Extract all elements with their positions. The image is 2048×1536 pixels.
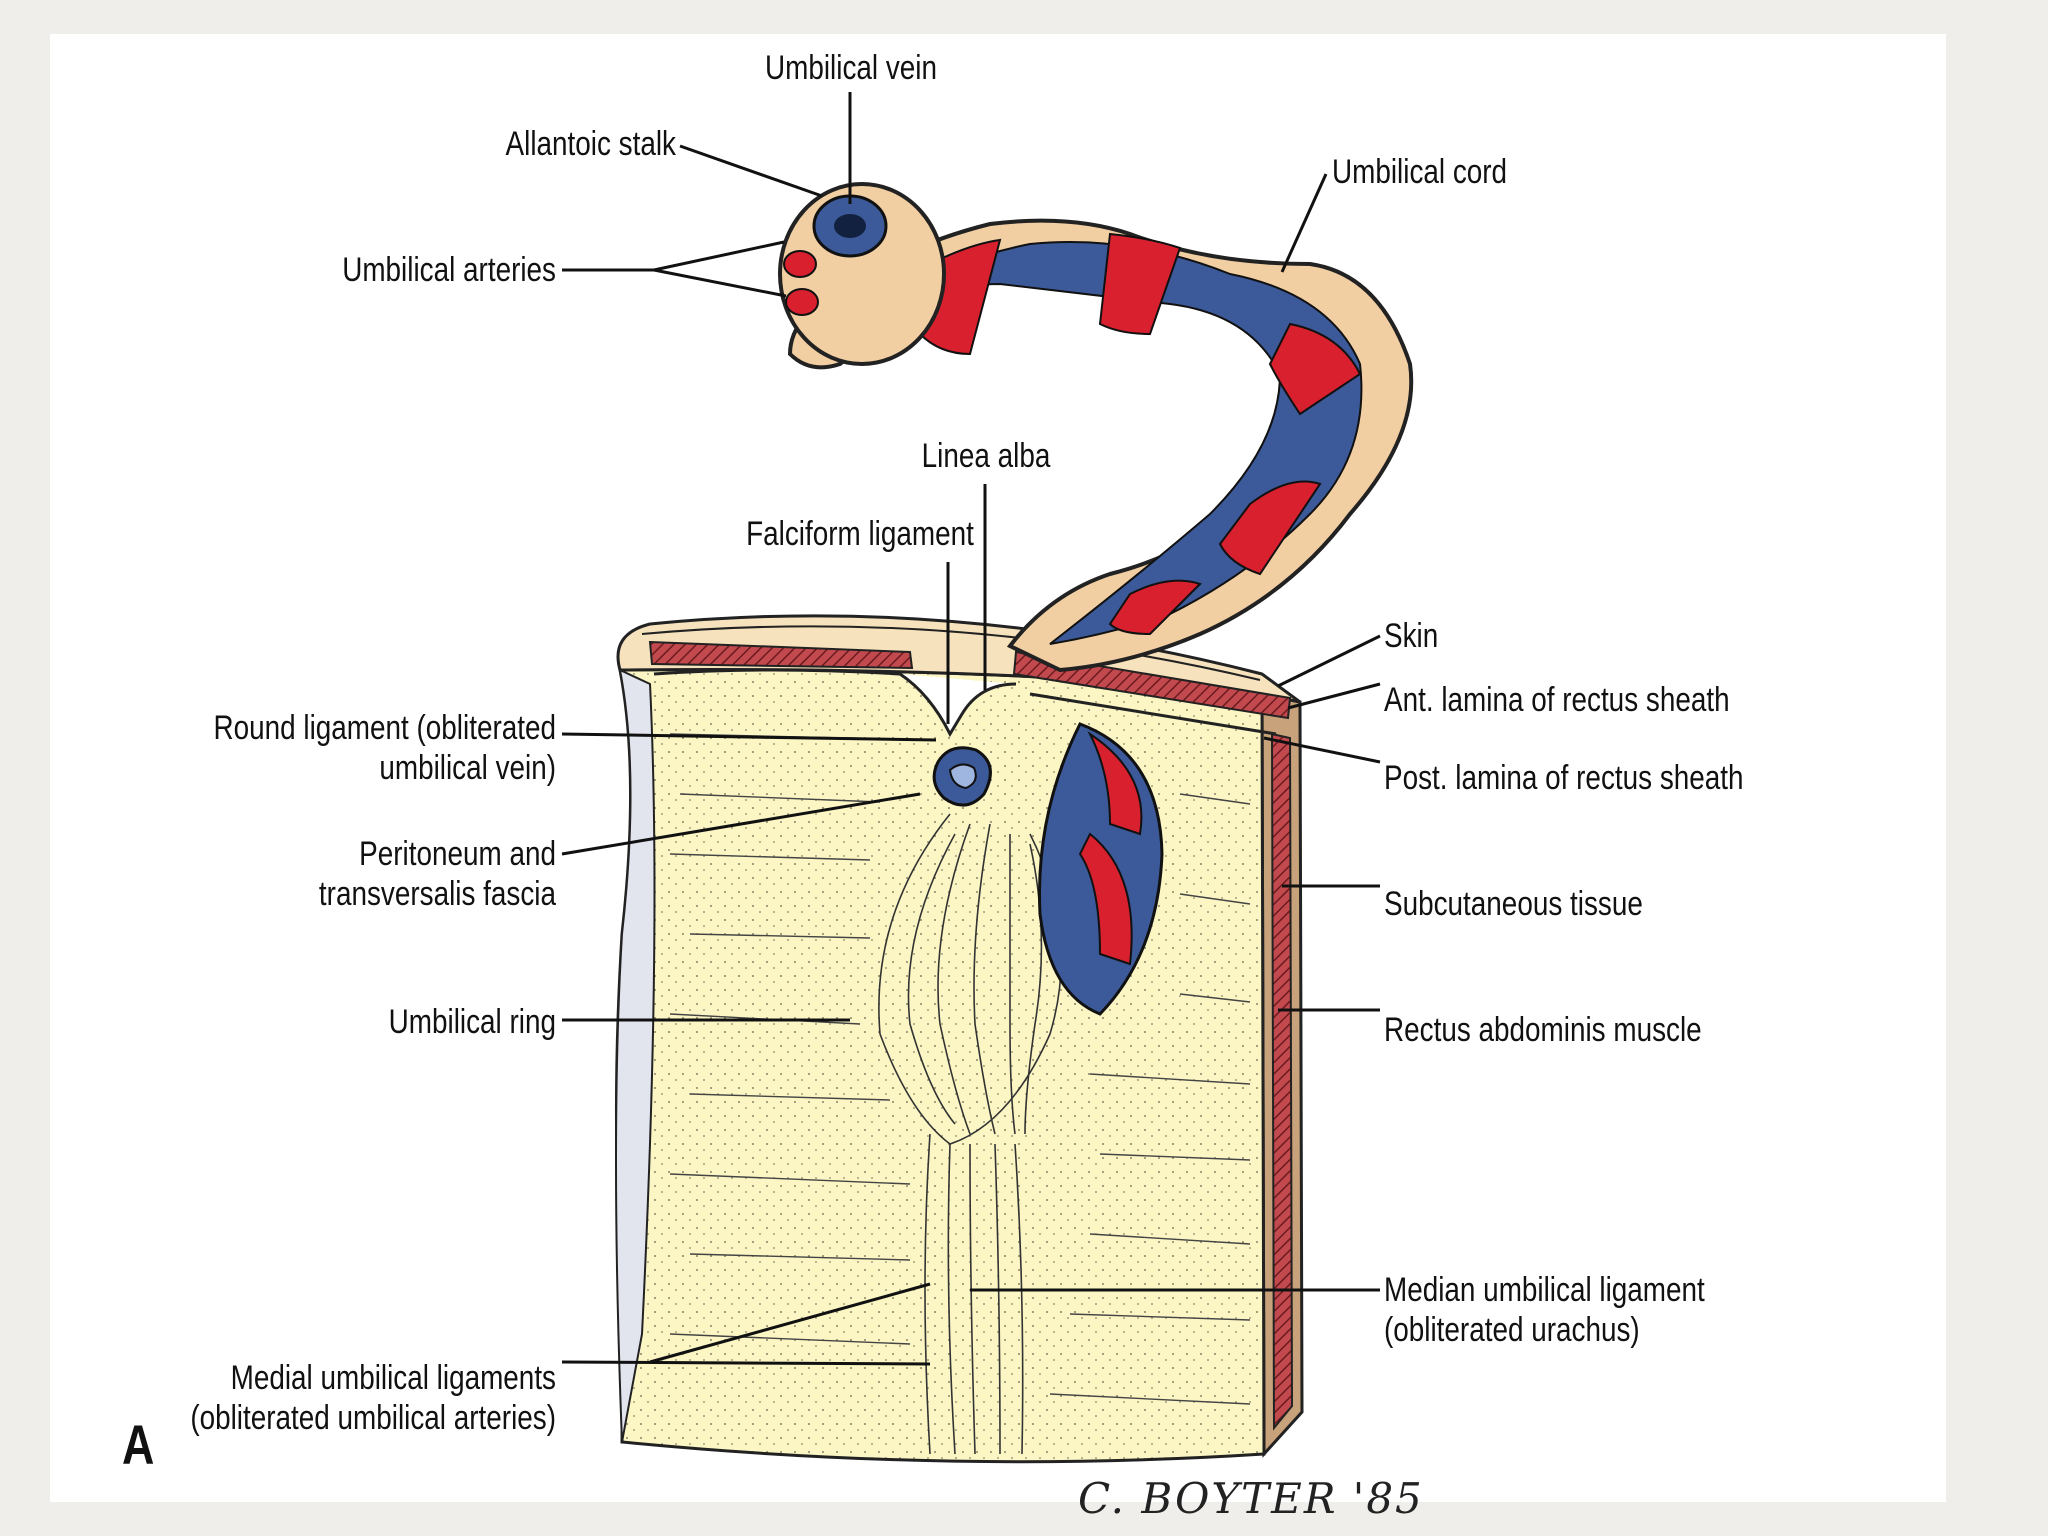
leader-umbilical-cord: [1280, 173, 1328, 273]
leader-skin: [1277, 634, 1381, 688]
leader-medial-ligaments-a: [561, 1360, 931, 1366]
leader-umbilical-arteries-2: [653, 268, 787, 298]
label-median-umbilical-ligament: Median umbilical ligament (obliterated u…: [1384, 1270, 1728, 1350]
leader-umbilical-arteries: [562, 240, 785, 272]
label-umbilical-cord: Umbilical cord: [1332, 153, 1508, 191]
abdominal-wall-block: [614, 614, 1304, 1464]
label-ant-lamina: Ant. lamina of rectus sheath: [1384, 681, 1730, 719]
cord-artery-band-4: [1218, 480, 1322, 576]
cord-artery-band-3: [1268, 322, 1362, 416]
label-round-ligament-line1: Round ligament (obliterated: [213, 709, 556, 747]
label-peritoneum: Peritoneum and transversalis fascia: [239, 834, 556, 914]
label-allantoic-stalk: Allantoic stalk: [505, 125, 676, 163]
anterior-lamina-left: [648, 640, 914, 670]
cross-section-artery-1: [783, 250, 817, 278]
label-rectus-abdominis: Rectus abdominis muscle: [1384, 1011, 1702, 1049]
leader-lines: [561, 92, 1381, 1366]
label-post-lamina: Post. lamina of rectus sheath: [1384, 759, 1744, 797]
artist-signature: C. BOYTER '85: [1078, 1474, 1424, 1523]
round-ligament-lumen: [948, 763, 977, 790]
label-median-ligament-line2: (obliterated urachus): [1384, 1311, 1640, 1349]
label-medial-umbilical-ligaments: Medial umbilical ligaments (obliterated …: [174, 1358, 556, 1438]
label-round-ligament-line2: umbilical vein): [379, 749, 556, 787]
leader-round-ligament: [561, 732, 937, 742]
leader-peritoneum: [561, 792, 921, 856]
figure-panel: Umbilical vein Allantoic stalk Umbilical…: [50, 34, 1946, 1523]
cross-section-artery-2: [785, 288, 819, 316]
leader-ant-lamina: [1287, 682, 1381, 710]
leader-post-lamina: [1263, 736, 1381, 764]
label-umbilical-arteries: Umbilical arteries: [342, 251, 556, 289]
cord-artery-band-2: [1098, 232, 1182, 336]
label-subcutaneous-tissue: Subcutaneous tissue: [1384, 885, 1643, 923]
posterior-lamina-line: [1029, 692, 1277, 736]
leader-medial-ligaments-b: [649, 1282, 931, 1364]
skin-layer: [641, 625, 1261, 681]
label-umbilical-ring: Umbilical ring: [388, 1003, 556, 1041]
label-peritoneum-line1: Peritoneum and: [359, 835, 556, 873]
umbilical-ring-fibers: [878, 813, 1062, 1455]
label-falciform-ligament: Falciform ligament: [746, 515, 974, 553]
label-medial-ligaments-line2: (obliterated umbilical arteries): [190, 1399, 557, 1437]
posterior-lamina-left: [653, 668, 901, 676]
cross-section-vein-lumen: [834, 214, 866, 238]
panel-letter: A: [122, 1413, 155, 1476]
umbilical-cord: [778, 182, 1414, 673]
label-round-ligament: Round ligament (obliterated umbilical ve…: [190, 708, 556, 788]
label-median-ligament-line1: Median umbilical ligament: [1384, 1271, 1705, 1309]
cord-inside-artery-2: [1078, 832, 1133, 966]
wall-left-edge: [615, 668, 656, 1443]
label-skin: Skin: [1384, 617, 1439, 655]
label-linea-alba: Linea alba: [921, 437, 1051, 475]
rectus-abdominis-muscle-strip: [1270, 732, 1294, 1431]
leader-allantoic-stalk: [679, 144, 823, 198]
label-umbilical-vein: Umbilical vein: [765, 49, 937, 87]
linea-alba-notch: [899, 672, 1017, 738]
umbilicus-anatomy-illustration: [561, 92, 1414, 1464]
cord-inside-artery-1: [1087, 731, 1143, 836]
label-peritoneum-line2: transversalis fascia: [318, 875, 556, 913]
cord-artery-band-5: [1108, 579, 1202, 636]
label-medial-ligaments-line1: Medial umbilical ligaments: [230, 1359, 556, 1397]
